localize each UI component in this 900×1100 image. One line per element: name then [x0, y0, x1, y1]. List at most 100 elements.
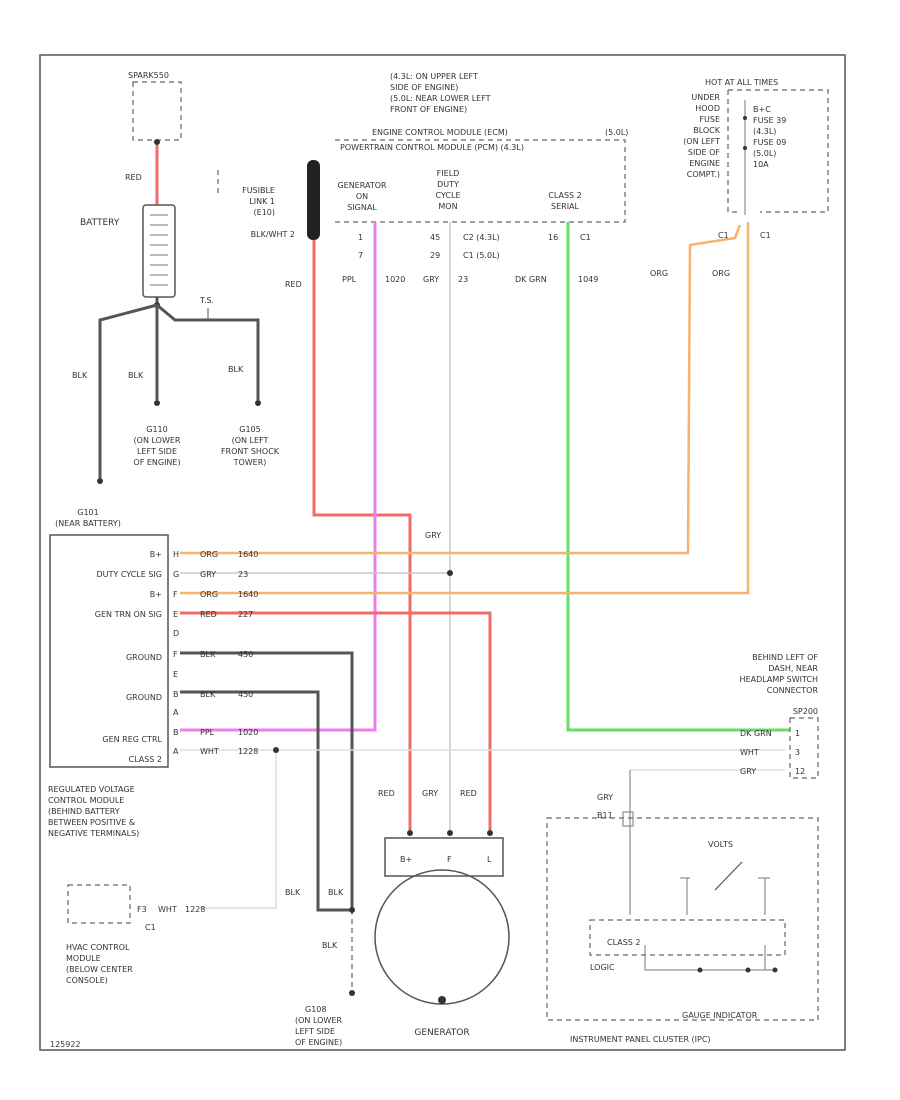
ecm-class2: CLASS 2 SERIAL — [548, 191, 582, 211]
diagram-frame — [39, 54, 846, 1051]
svg-text:FUSIBLE: FUSIBLE — [242, 186, 275, 195]
ecm-module: (4.3L: ON UPPER LEFT SIDE OF ENGINE) (5.… — [217, 72, 628, 260]
svg-text:(BELOW CENTER: (BELOW CENTER — [66, 965, 133, 974]
svg-text:SP200: SP200 — [793, 707, 818, 716]
svg-text:1: 1 — [795, 729, 800, 738]
battery-top-box — [132, 81, 182, 141]
svg-text:COMPT.): COMPT.) — [687, 170, 720, 179]
generator: RED GRY RED B+ F L GENERATOR — [374, 789, 510, 1038]
svg-text:1: 1 — [358, 233, 363, 242]
svg-text:1228: 1228 — [238, 747, 258, 756]
svg-text:FUSE 09: FUSE 09 — [753, 138, 786, 147]
blk-wire-450-b — [180, 690, 352, 912]
svg-text:RED: RED — [285, 280, 302, 289]
svg-text:WHT: WHT — [200, 747, 219, 756]
red-wire-fusible-to-generator — [312, 240, 412, 830]
battery-ground-wire-1 — [98, 303, 158, 478]
ground-blk-2: BLK — [128, 371, 144, 380]
svg-text:GRY: GRY — [740, 767, 756, 776]
svg-text:GENERATOR: GENERATOR — [337, 181, 387, 190]
svg-text:G101: G101 — [77, 508, 98, 517]
svg-text:WHT: WHT — [158, 905, 177, 914]
svg-text:G110: G110 — [146, 425, 167, 434]
svg-text:45: 45 — [430, 233, 440, 242]
svg-text:F: F — [447, 855, 452, 864]
svg-text:(BEHIND BATTERY: (BEHIND BATTERY — [48, 807, 120, 816]
hvac-control-module: F3 WHT 1228 C1 HVAC CONTROL MODULE (BELO… — [66, 884, 344, 985]
svg-text:450: 450 — [238, 690, 253, 699]
battery-terminal-dot — [154, 139, 160, 145]
svg-text:A: A — [173, 708, 179, 717]
svg-text:CONNECTOR: CONNECTOR — [767, 686, 819, 695]
svg-text:TOWER): TOWER) — [233, 458, 267, 467]
svg-text:SERIAL: SERIAL — [551, 202, 580, 211]
svg-text:BLK: BLK — [200, 690, 216, 699]
fuse-block: HOT AT ALL TIMES UNDER HOOD FUSE BLOCK (… — [683, 78, 829, 240]
svg-text:REGULATED VOLTAGE: REGULATED VOLTAGE — [48, 785, 135, 794]
svg-text:BLK: BLK — [200, 650, 216, 659]
svg-text:1640: 1640 — [238, 590, 258, 599]
svg-text:SIDE OF ENGINE): SIDE OF ENGINE) — [390, 83, 458, 92]
svg-text:CONTROL MODULE: CONTROL MODULE — [48, 796, 124, 805]
fusible-link: FUSIBLE LINK 1 (E10) BLK/WHT 2 — [242, 160, 320, 240]
svg-text:ORG: ORG — [200, 590, 218, 599]
svg-text:FUSE: FUSE — [699, 115, 720, 124]
svg-text:B+: B+ — [400, 855, 412, 864]
battery-symbol — [142, 204, 176, 298]
svg-text:(5.0L): (5.0L) — [753, 149, 776, 158]
svg-text:(4.3L): (4.3L) — [753, 127, 776, 136]
svg-text:GRY: GRY — [425, 531, 441, 540]
svg-text:RED: RED — [460, 789, 477, 798]
svg-text:GRY: GRY — [597, 793, 613, 802]
battery-ts-label: T.S. — [199, 296, 214, 305]
svg-text:RED: RED — [200, 610, 217, 619]
svg-text:(5.0L: NEAR LOWER LEFT: (5.0L: NEAR LOWER LEFT — [390, 94, 491, 103]
wire-labels: RED PPL 1020 GRY 23 DK GRN 1049 ORG ORG … — [285, 269, 730, 540]
svg-text:LEFT SIDE: LEFT SIDE — [295, 1027, 335, 1036]
svg-text:E: E — [173, 610, 178, 619]
svg-text:BLK/WHT 2: BLK/WHT 2 — [251, 230, 295, 239]
svg-text:GAUGE INDICATOR: GAUGE INDICATOR — [682, 1011, 758, 1020]
dkgrn-wire-1049 — [566, 222, 790, 732]
svg-text:C1: C1 — [718, 231, 729, 240]
svg-text:1228: 1228 — [185, 905, 205, 914]
svg-text:(ON LEFT: (ON LEFT — [232, 436, 269, 445]
battery-group: SPARK550 RED BATTERY T.S. BLK BLK BLK — [72, 71, 261, 484]
svg-text:F3: F3 — [137, 905, 147, 914]
svg-text:29: 29 — [430, 251, 440, 260]
svg-text:F: F — [173, 650, 178, 659]
ground-g110: G110 (ON LOWER LEFT SIDE OF ENGINE) — [133, 425, 181, 467]
svg-text:DK GRN: DK GRN — [740, 729, 772, 738]
svg-text:12: 12 — [795, 767, 805, 776]
svg-text:GEN REG CTRL: GEN REG CTRL — [102, 735, 162, 744]
svg-text:L: L — [487, 855, 492, 864]
svg-text:GRY: GRY — [423, 275, 439, 284]
svg-text:ORG: ORG — [650, 269, 668, 278]
svg-text:WHT: WHT — [740, 748, 759, 757]
svg-text:G108: G108 — [305, 1005, 326, 1014]
svg-text:HOT AT ALL TIMES: HOT AT ALL TIMES — [705, 78, 778, 87]
battery-top-label: SPARK550 — [128, 71, 169, 80]
fusible-link-symbol — [307, 160, 320, 240]
svg-text:(ON LOWER: (ON LOWER — [134, 436, 181, 445]
ground-blk-1: BLK — [72, 371, 88, 380]
svg-text:MON: MON — [438, 202, 457, 211]
svg-text:10A: 10A — [753, 160, 769, 169]
svg-text:C2 (4.3L): C2 (4.3L) — [463, 233, 500, 242]
svg-text:CLASS 2: CLASS 2 — [129, 755, 163, 764]
svg-text:UNDER: UNDER — [691, 93, 720, 102]
svg-text:OF ENGINE): OF ENGINE) — [295, 1038, 342, 1047]
svg-text:(E10): (E10) — [254, 208, 275, 217]
battery-label: BATTERY — [80, 218, 120, 228]
ground-blk-3: BLK — [228, 365, 244, 374]
svg-text:FIELD: FIELD — [437, 169, 460, 178]
svg-text:DASH, NEAR: DASH, NEAR — [768, 664, 818, 673]
svg-text:(4.3L: ON UPPER LEFT: (4.3L: ON UPPER LEFT — [390, 72, 478, 81]
svg-text:23: 23 — [238, 570, 248, 579]
svg-text:3: 3 — [795, 748, 800, 757]
svg-text:FRONT OF ENGINE): FRONT OF ENGINE) — [390, 105, 467, 114]
svg-text:B: B — [173, 728, 179, 737]
battery-ground-wire-3 — [156, 303, 260, 400]
svg-text:(ON LOWER: (ON LOWER — [295, 1016, 342, 1025]
svg-text:A: A — [173, 747, 179, 756]
